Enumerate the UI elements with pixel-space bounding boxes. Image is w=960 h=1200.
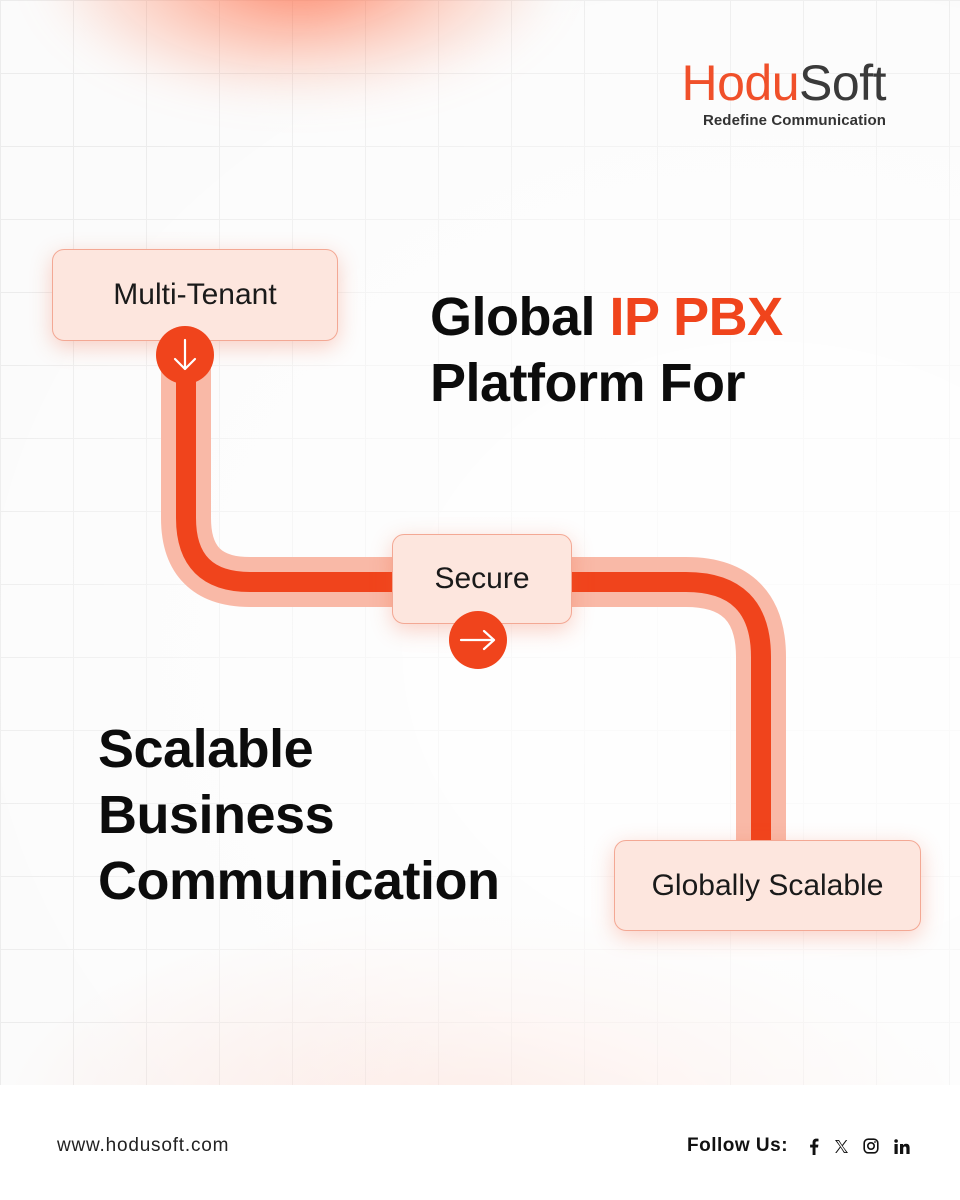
flow-connector bbox=[161, 315, 786, 865]
headline: Global IP PBX Platform For bbox=[430, 284, 783, 416]
linkedin-icon[interactable] bbox=[892, 1136, 912, 1156]
brand-wordmark: HoduSoft bbox=[681, 55, 887, 111]
brand-tagline: Redefine Communication bbox=[702, 112, 886, 129]
follow-us-label: Follow Us: bbox=[687, 1135, 789, 1156]
arrow-right-icon bbox=[449, 611, 507, 669]
x-icon[interactable] bbox=[831, 1136, 851, 1156]
flow-step-secure: Secure bbox=[392, 534, 572, 624]
flow-step-label: Secure bbox=[434, 562, 530, 595]
subheadline-line2: Business bbox=[98, 785, 335, 845]
arrow-down-glyph bbox=[173, 338, 197, 371]
arrow-down-icon bbox=[156, 326, 214, 384]
brand-name-soft: Soft bbox=[799, 55, 886, 111]
headline-line2: Platform For bbox=[430, 353, 746, 413]
headline-line1-plain: Global bbox=[430, 287, 596, 347]
arrow-right-glyph bbox=[459, 629, 496, 651]
facebook-icon[interactable] bbox=[804, 1136, 824, 1156]
brand-logo: HoduSoft Redefine Communication bbox=[681, 55, 887, 129]
subheadline-line3: Communication bbox=[98, 851, 500, 911]
subheadline-line1: Scalable bbox=[98, 719, 314, 779]
footer: www.hodusoft.com Follow Us: bbox=[0, 1085, 960, 1200]
website-link[interactable]: www.hodusoft.com bbox=[57, 1135, 230, 1156]
flow-step-label: Globally Scalable bbox=[651, 868, 884, 902]
headline-accent: IP PBX bbox=[609, 287, 784, 347]
instagram-icon[interactable] bbox=[861, 1136, 881, 1156]
brand-name-hodu: Hodu bbox=[681, 55, 800, 111]
flow-step-multi-tenant: Multi-Tenant bbox=[52, 249, 338, 341]
flow-step-globally-scalable: Globally Scalable bbox=[614, 840, 921, 931]
flow-connector-line bbox=[176, 330, 771, 850]
hero-section: HoduSoft Redefine Communication Multi-Te… bbox=[0, 0, 960, 1085]
subheadline: Scalable Business Communication bbox=[98, 716, 500, 914]
flow-step-label: Multi-Tenant bbox=[113, 278, 277, 311]
